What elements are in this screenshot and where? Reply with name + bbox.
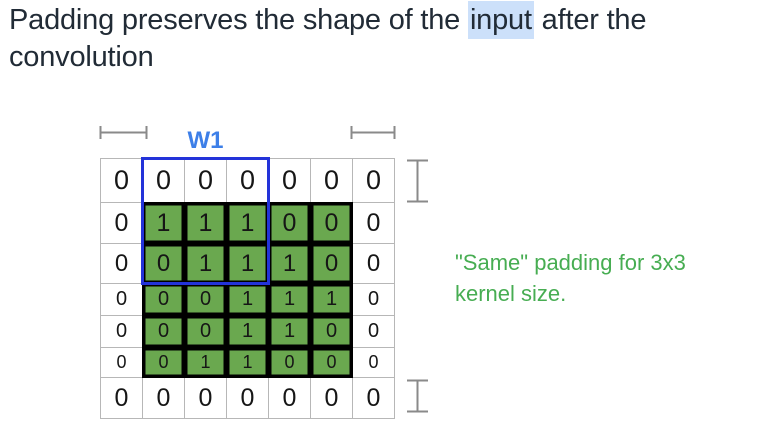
title-suffix: after the convolution — [9, 4, 647, 73]
padding-cell: 0 — [227, 378, 268, 418]
input-cell: 1 — [268, 315, 311, 348]
input-cell: 0 — [142, 243, 185, 284]
input-cell: 1 — [226, 283, 269, 316]
padding-cell: 0 — [101, 378, 142, 418]
padding-width-bracket-right-icon — [350, 126, 396, 139]
padding-cell: 0 — [353, 378, 394, 418]
padding-cell: 0 — [143, 159, 184, 202]
input-cell: 1 — [142, 202, 185, 244]
padding-cell: 0 — [101, 159, 142, 202]
padding-cell: 0 — [227, 159, 268, 202]
padding-cell: 0 — [353, 244, 394, 283]
input-cell: 1 — [226, 347, 269, 378]
padding-cell: 0 — [101, 244, 142, 283]
padding-cell: 0 — [353, 203, 394, 243]
kernel-label: W1 — [187, 127, 224, 154]
input-cell: 0 — [310, 315, 353, 348]
title-highlight-input: input — [467, 1, 534, 39]
padding-cell: 0 — [269, 159, 310, 202]
input-cell: 1 — [268, 283, 311, 316]
input-cell: 0 — [310, 347, 353, 378]
slide-title: Padding preserves the shape of the input… — [9, 1, 774, 76]
padding-height-bracket-top-icon — [407, 159, 428, 203]
input-cell: 0 — [184, 315, 227, 348]
padding-cell: 0 — [101, 316, 142, 347]
input-cell: 0 — [142, 347, 185, 378]
input-cell: 0 — [310, 202, 353, 244]
title-prefix: Padding preserves the shape of the — [9, 4, 468, 36]
input-cell: 0 — [142, 315, 185, 348]
input-cell: 1 — [310, 283, 353, 316]
padding-cell: 0 — [353, 159, 394, 202]
padding-height-bracket-bottom-icon — [407, 379, 428, 413]
padding-cell: 0 — [269, 378, 310, 418]
input-cell: 0 — [184, 283, 227, 316]
input-cell: 1 — [226, 202, 269, 244]
input-cell: 1 — [226, 243, 269, 284]
same-padding-caption: "Same" padding for 3x3 kernel size. — [455, 250, 686, 306]
padding-cell: 0 — [101, 203, 142, 243]
padding-cell: 0 — [101, 284, 142, 315]
padding-cell: 0 — [185, 159, 226, 202]
padding-cell: 0 — [311, 159, 352, 202]
input-cell: 0 — [268, 202, 311, 244]
input-cell: 1 — [184, 347, 227, 378]
input-cell: 1 — [226, 315, 269, 348]
input-cell: 0 — [310, 243, 353, 284]
padding-cell: 0 — [353, 284, 394, 315]
input-cell: 0 — [268, 347, 311, 378]
padding-cell: 0 — [311, 378, 352, 418]
input-cell: 1 — [184, 202, 227, 244]
input-cell: 0 — [142, 283, 185, 316]
padding-cell: 0 — [101, 348, 142, 377]
padding-cell: 0 — [143, 378, 184, 418]
padding-cell: 0 — [353, 316, 394, 347]
input-cell: 1 — [184, 243, 227, 284]
padding-cell: 0 — [353, 348, 394, 377]
padding-width-bracket-left-icon — [99, 126, 148, 139]
input-cell: 1 — [268, 243, 311, 284]
padding-cell: 0 — [185, 378, 226, 418]
